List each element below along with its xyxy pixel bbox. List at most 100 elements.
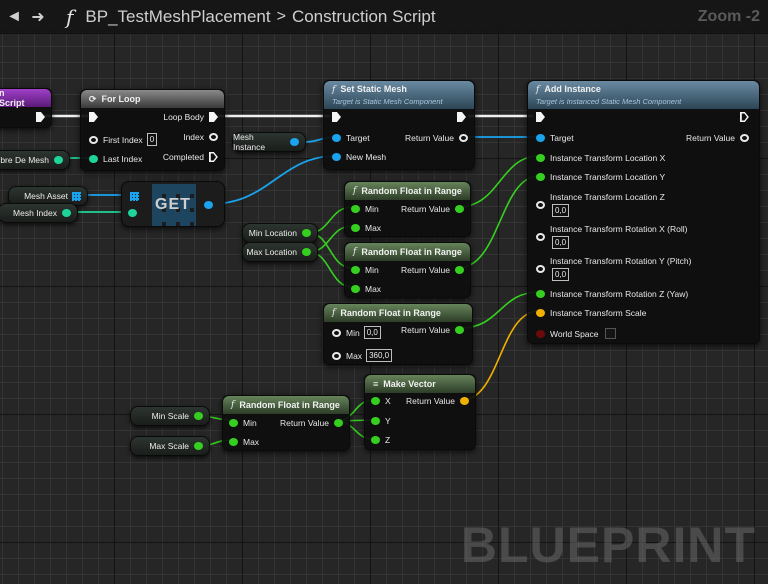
variable-nombre-de-mesh[interactable]: mbre De Mesh [0,150,70,170]
location-z-input[interactable]: 0,0 [552,204,570,217]
z-pin[interactable] [371,436,380,444]
variable-max-scale[interactable]: Max Scale [130,436,210,456]
forward-arrow-icon[interactable]: ➜ [31,8,45,26]
breadcrumb-blueprint[interactable]: BP_TestMeshPlacement [85,6,271,26]
return-value-pin[interactable] [740,134,749,142]
exec-in-pin[interactable] [536,112,545,122]
location-x-pin[interactable] [536,154,545,162]
rotation-x-pin[interactable] [536,233,545,241]
output-pin[interactable] [194,442,203,450]
world-space-checkbox[interactable] [604,328,616,339]
variable-mesh-index[interactable]: Mesh Index [0,203,78,223]
loop-body-pin[interactable] [209,112,218,122]
back-arrow-icon[interactable]: ◄ [6,7,22,25]
min-pin[interactable] [229,419,238,427]
pin-label: Max [365,284,382,294]
construction-script-node[interactable]: n Script [0,88,52,128]
max-pin[interactable] [332,351,341,360]
index-pin[interactable] [209,133,218,141]
pin-label: Target [550,133,574,143]
pin-label: Y [385,416,391,426]
pin-label: Return Value [405,133,454,143]
node-title: Random Float in Range [239,400,340,410]
last-index-pin[interactable] [89,155,98,163]
node-title: Random Float in Range [361,247,462,257]
return-value-pin[interactable] [459,134,468,142]
output-pin[interactable] [194,412,203,420]
function-icon: f [231,400,235,410]
scale-pin[interactable] [536,309,545,317]
rotation-x-input[interactable]: 0,0 [552,236,570,249]
min-input[interactable]: 0,0 [363,326,381,339]
variable-min-scale[interactable]: Min Scale [130,406,210,426]
completed-pin[interactable] [209,152,218,162]
min-pin[interactable] [351,205,360,213]
first-index-input[interactable]: 0 [146,133,158,146]
exec-out-pin[interactable] [36,112,45,122]
y-pin[interactable] [371,417,380,425]
rotation-y-pin[interactable] [536,265,545,273]
location-z-pin[interactable] [536,201,545,209]
max-pin[interactable] [351,285,360,293]
variable-label: Min Scale [151,411,189,421]
pin-label: Instance Transform Rotation Z (Yaw) [550,289,689,299]
make-vector-node[interactable]: ≡Make Vector X Y Z Return Value [364,374,476,450]
item-out-pin[interactable] [204,201,213,209]
min-pin[interactable] [351,266,360,274]
pin-label: Max [243,437,260,447]
variable-min-location[interactable]: Min Location [242,223,318,243]
return-value-pin[interactable] [455,205,464,213]
return-value-pin[interactable] [460,397,469,405]
variable-max-location[interactable]: Max Location [242,242,318,262]
first-index-pin[interactable] [89,135,98,144]
pin-label: Completed [162,152,204,162]
exec-out-pin[interactable] [457,112,466,122]
pin-label: Target [346,133,370,143]
pin-label: Max [346,350,363,361]
array-pin-icon[interactable] [72,191,81,201]
output-pin[interactable] [302,248,311,256]
location-y-pin[interactable] [536,173,545,181]
function-icon: f [353,186,357,196]
return-value-pin[interactable] [455,266,464,274]
exec-in-pin[interactable] [332,112,341,122]
function-icon: f [536,85,540,95]
output-pin[interactable] [302,229,311,237]
rotation-y-input[interactable]: 0,0 [552,268,570,281]
node-title: Set Static Mesh [340,84,407,94]
exec-in-pin[interactable] [89,112,98,122]
array-get-node[interactable]: GET [121,181,225,227]
max-pin[interactable] [351,224,360,232]
variable-label: Mesh Asset [24,191,68,201]
target-pin[interactable] [332,134,341,142]
return-value-pin[interactable] [455,326,464,334]
breadcrumb-graph[interactable]: Construction Script [291,6,436,26]
min-pin[interactable] [332,328,341,337]
pin-label: Min [346,327,360,338]
rotation-z-pin[interactable] [536,290,545,298]
x-pin[interactable] [371,397,380,405]
pin-label: Z [385,435,391,445]
variable-mesh-instance[interactable]: Mesh Instance [232,132,306,152]
variable-label: mbre De Mesh [0,155,49,165]
pin-label: First Index [103,134,143,145]
exec-out-pin[interactable] [740,112,749,122]
array-in-pin[interactable] [130,192,139,201]
max-pin[interactable] [229,438,238,446]
output-pin[interactable] [54,156,63,164]
new-mesh-pin[interactable] [332,153,341,161]
target-pin[interactable] [536,134,545,142]
index-in-pin[interactable] [128,209,137,217]
max-input[interactable]: 360,0 [366,349,393,362]
world-space-pin[interactable] [536,329,545,338]
output-pin[interactable] [290,138,299,146]
return-value-pin[interactable] [334,419,343,427]
output-pin[interactable] [62,209,71,217]
